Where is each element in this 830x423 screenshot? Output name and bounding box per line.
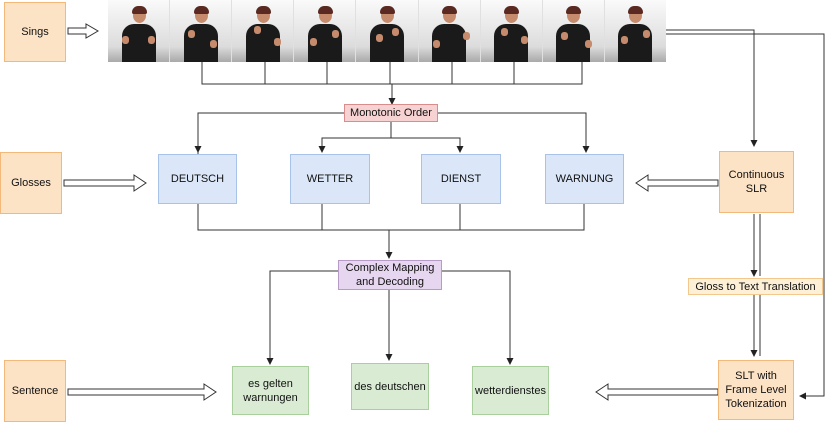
sign-frame-4 <box>294 0 357 62</box>
glosses-label: Glosses <box>11 177 51 189</box>
sings-label: Sings <box>21 26 49 38</box>
complex-mapping-box: Complex Mapping and Decoding <box>338 260 442 290</box>
sign-frame-3 <box>232 0 295 62</box>
slt-frame-level-box: SLT with Frame Level Tokenization <box>718 360 794 420</box>
signer-left-hand <box>642 30 650 38</box>
signer-hair <box>131 6 147 14</box>
signer-hair <box>566 6 582 14</box>
gloss-label: DIENST <box>440 173 482 185</box>
signer-hair <box>379 6 395 14</box>
continuous-slr-box: Continuous SLR <box>719 151 794 213</box>
gloss-box-wetter: WETTER <box>290 154 370 204</box>
sign-frame-5 <box>356 0 419 62</box>
signer-left-hand <box>148 36 155 44</box>
signer-left-hand <box>520 36 528 44</box>
signer-body <box>556 24 591 62</box>
word-box-es-gelten-warnungen: es gelten warnungen <box>232 366 309 415</box>
gloss-box-deutsch: DEUTSCH <box>158 154 237 204</box>
signer-right-hand <box>620 36 628 44</box>
monotonic-order-box: Monotonic Order <box>344 104 438 122</box>
signer-right-hand <box>188 30 196 38</box>
sign-frame-9 <box>604 0 666 62</box>
glosses-box: Glosses <box>0 152 62 214</box>
signer-right-hand <box>560 32 568 40</box>
sentence-box: Sentence <box>4 360 66 422</box>
signer-left-hand <box>584 40 592 48</box>
signer-hair <box>628 6 644 14</box>
signer-left-hand <box>210 40 218 48</box>
word-box-wetterdienstes: wetterdienstes <box>472 366 549 415</box>
signer-right-hand <box>254 26 262 34</box>
sign-video-filmstrip <box>108 0 666 62</box>
word-label: es gelten warnungen <box>243 377 298 404</box>
gloss-label: WARNUNG <box>555 173 614 185</box>
signer-hair <box>193 6 209 14</box>
sings-box: Sings <box>4 2 66 62</box>
gloss-to-text-label: Gloss to Text Translation <box>695 280 816 293</box>
signer-hair <box>442 6 458 14</box>
signer-left-hand <box>332 30 340 38</box>
signer-hair <box>255 6 271 14</box>
gloss-box-warnung: WARNUNG <box>545 154 624 204</box>
sentence-label: Sentence <box>11 385 59 397</box>
signer-left-hand <box>274 38 282 46</box>
signer-left-hand <box>462 32 470 40</box>
signer-right-hand <box>122 36 129 44</box>
gloss-to-text-box: Gloss to Text Translation <box>688 278 823 295</box>
signer-hair <box>504 6 520 14</box>
sign-frame-7 <box>480 0 543 62</box>
continuous-slr-label: Continuous SLR <box>728 169 785 195</box>
signer-hair <box>317 6 333 14</box>
complex-mapping-label: Complex Mapping and Decoding <box>345 262 435 288</box>
sign-frame-6 <box>418 0 481 62</box>
sign-frame-2 <box>170 0 233 62</box>
signer-body <box>245 24 280 62</box>
signer-right-hand <box>432 40 440 48</box>
signer-right-hand <box>500 28 508 36</box>
gloss-label: WETTER <box>306 173 354 185</box>
signer-right-hand <box>310 38 318 46</box>
gloss-box-dienst: DIENST <box>421 154 501 204</box>
word-box-des-deutschen: des deutschen <box>351 363 429 410</box>
signer-left-hand <box>392 28 400 36</box>
monotonic-order-label: Monotonic Order <box>350 107 432 119</box>
word-label: wetterdienstes <box>475 384 546 397</box>
signer-right-hand <box>376 34 384 42</box>
gloss-label: DEUTSCH <box>170 173 225 185</box>
slt-frame-level-label: SLT with Frame Level Tokenization <box>725 370 787 410</box>
sign-frame-8 <box>542 0 605 62</box>
word-label: des deutschen <box>354 380 426 393</box>
sign-frame-1 <box>108 0 171 62</box>
